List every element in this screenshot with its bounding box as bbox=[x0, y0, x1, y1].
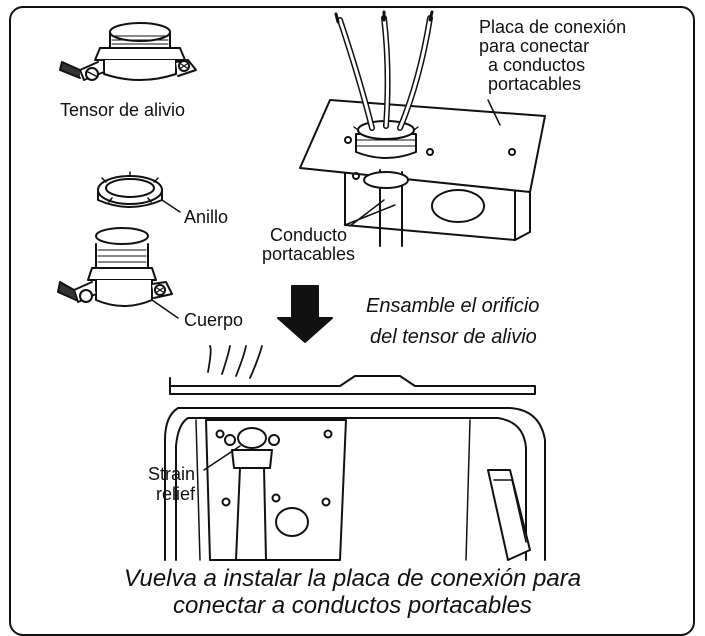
body-drawing bbox=[57, 227, 179, 319]
ensamble-line-1: Ensamble el orificio bbox=[366, 295, 540, 317]
placa-line-4: portacables bbox=[488, 74, 582, 94]
label-cuerpo: Cuerpo bbox=[184, 310, 244, 330]
conduit-plate-drawing bbox=[299, 10, 546, 247]
conducto-line-1: Conducto bbox=[270, 225, 348, 245]
strain-line-2: relief bbox=[156, 484, 196, 504]
installation-illustration bbox=[57, 10, 546, 561]
ring-drawing bbox=[97, 171, 181, 213]
caption-line-2: conectar a conductos portacables bbox=[173, 592, 532, 619]
placa-line-2: para conectar bbox=[479, 36, 590, 56]
label-tensor-de-alivio: Tensor de alivio bbox=[60, 100, 186, 120]
installation-view-drawing bbox=[164, 345, 546, 561]
placa-line-1: Placa de conexión bbox=[479, 17, 627, 37]
conducto-line-2: portacables bbox=[262, 244, 356, 264]
label-anillo: Anillo bbox=[184, 207, 229, 227]
caption-line-1: Vuelva a instalar la placa de conexión p… bbox=[123, 565, 582, 592]
strain-relief-assembled-drawing bbox=[59, 22, 197, 81]
strain-line-1: Strain bbox=[148, 464, 196, 484]
placa-line-3: a conductos bbox=[488, 55, 586, 75]
down-arrow bbox=[277, 285, 333, 343]
ensamble-line-2: del tensor de alivio bbox=[370, 326, 537, 348]
